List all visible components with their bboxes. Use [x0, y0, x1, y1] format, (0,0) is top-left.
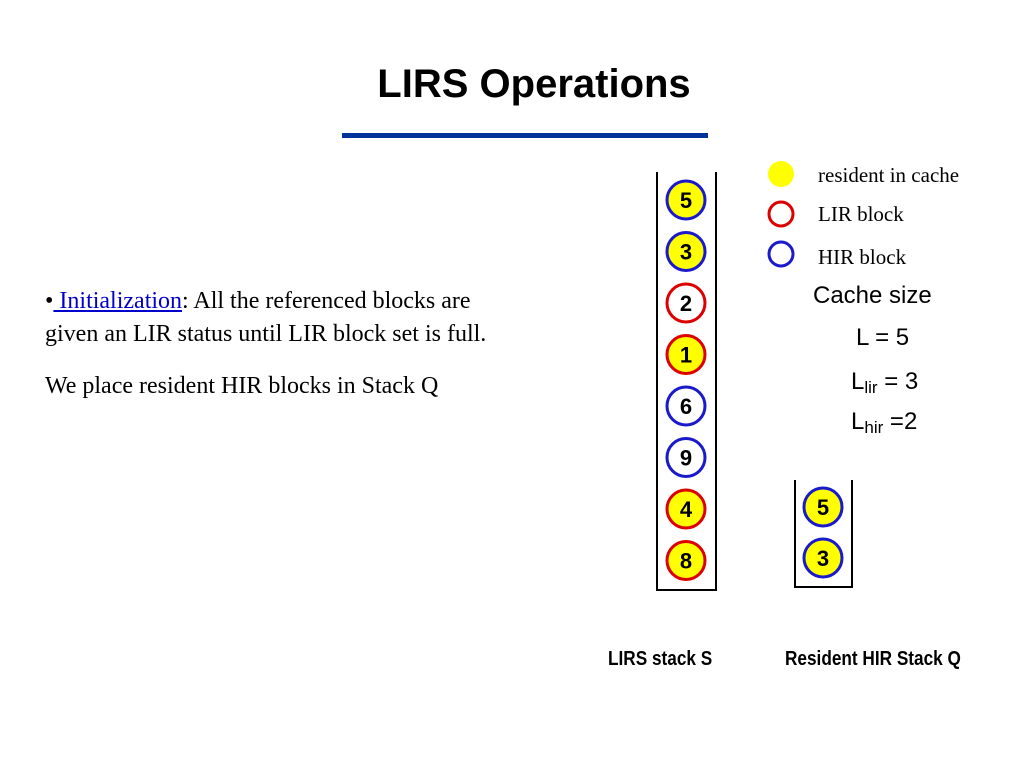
- stack-s-label: LIRS stack S: [608, 648, 713, 670]
- stack-s-block-5: [665, 385, 707, 427]
- stack-s-block-7-label: 4: [680, 497, 693, 522]
- stack-s-block-5-label: 6: [680, 394, 692, 419]
- legend-resident-label: resident in cache: [818, 163, 960, 187]
- stack-s-block-4: [665, 334, 707, 375]
- bullet-line-2: given an LIR status until LIR block set …: [45, 321, 487, 347]
- stack-q-block-1-label: 5: [817, 495, 829, 520]
- stack-s-block-2-label: 3: [680, 240, 692, 265]
- cache-size-l: L = 5: [856, 324, 910, 351]
- legend-lir-label: LIR block: [818, 202, 904, 226]
- stack-s-block-8-label: 8: [680, 549, 692, 574]
- stack-s-block-1: [665, 179, 707, 221]
- legend-hir-label: HIR block: [818, 245, 907, 269]
- cache-size-heading: Cache size: [813, 282, 932, 309]
- stack-s-block-6-label: 9: [680, 446, 692, 471]
- stack-q-block-2: [802, 537, 844, 579]
- bullet-line-3: We place resident HIR blocks in Stack Q: [45, 373, 439, 399]
- stack-s-block-6: [665, 437, 707, 478]
- stack-q-label: Resident HIR Stack Q: [785, 648, 961, 670]
- bullet-text-1: : All the referenced blocks are: [182, 288, 471, 314]
- initialization-link[interactable]: Initialization: [53, 288, 183, 314]
- stack-s-container: [656, 172, 717, 591]
- legend-lir-icon: [767, 200, 795, 228]
- legend-resident-icon: [768, 161, 794, 187]
- title-underline: [342, 133, 708, 138]
- stack-s-blocks: 5 3 2 1 6 9 4 8: [665, 179, 707, 581]
- bullet-marker: •: [45, 288, 54, 314]
- stack-s-block-3-label: 2: [680, 291, 692, 316]
- stack-s-block-1-label: 5: [680, 188, 692, 213]
- stack-s-block-8: [665, 540, 707, 581]
- stack-q-block-1: [802, 486, 844, 528]
- stack-q-container: [794, 480, 853, 588]
- stack-s-block-7: [665, 488, 707, 530]
- bullet-line-1: • Initialization: All the referenced blo…: [45, 285, 471, 317]
- stack-s-block-3: [665, 282, 707, 324]
- stack-s-block-2: [665, 231, 707, 272]
- cache-size-lhir: Lhir =2: [851, 408, 918, 437]
- stack-s-block-4-label: 1: [680, 343, 692, 368]
- legend-hir-icon: [767, 240, 795, 268]
- stack-q-block-2-label: 3: [817, 546, 829, 571]
- page-title: LIRS Operations: [377, 62, 691, 106]
- cache-size-llir: Llir = 3: [851, 368, 919, 397]
- stack-q-blocks: 53: [802, 486, 844, 579]
